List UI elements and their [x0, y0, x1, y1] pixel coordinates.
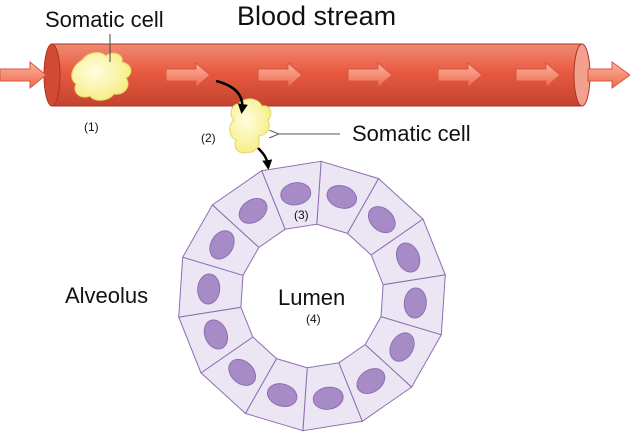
step-label-3: (3) — [294, 208, 309, 222]
blood-vessel — [43, 43, 591, 107]
flow-arrows — [0, 60, 630, 90]
flow-arrow — [165, 61, 211, 89]
cell-nucleus — [312, 386, 344, 410]
cell-nucleus — [197, 273, 221, 305]
vessel-body — [51, 43, 583, 107]
flow-arrow — [515, 61, 561, 89]
alveolus-ring — [178, 160, 446, 432]
cell-nucleus — [389, 332, 415, 362]
cell-nucleus — [395, 242, 421, 273]
flow-arrow-out — [587, 61, 630, 89]
cell-nucleus — [403, 287, 427, 319]
entry-arrow — [257, 147, 273, 170]
flow-arrow-in — [0, 60, 47, 90]
cell-nucleus — [203, 319, 229, 350]
cell-nucleus — [238, 197, 268, 224]
step-label-4: (4) — [306, 312, 321, 326]
step-label-2: (2) — [201, 131, 216, 145]
alveolus-label: Alveolus — [65, 283, 148, 308]
cell-nucleus — [280, 182, 312, 206]
lumen-label: Lumen — [278, 285, 345, 310]
exit-arrow — [215, 79, 248, 114]
somatic-cell-top-label: Somatic cell — [45, 7, 164, 32]
cell-nucleus — [266, 383, 298, 407]
cell-nucleus — [228, 358, 257, 386]
somatic-cell-in-vessel — [71, 52, 132, 101]
flow-arrow — [437, 61, 483, 89]
step-label-1: (1) — [84, 120, 99, 134]
cell-nucleus — [209, 230, 235, 260]
somatic-cell-right-label: Somatic cell — [352, 121, 471, 146]
flow-arrow — [347, 61, 393, 89]
cell-nucleus — [326, 185, 358, 209]
somatic-cell-migrating — [229, 98, 272, 154]
blood-stream-label: Blood stream — [237, 1, 396, 31]
cell-nucleus — [367, 206, 396, 234]
flow-arrow — [257, 61, 303, 89]
cell-nucleus — [356, 368, 386, 395]
